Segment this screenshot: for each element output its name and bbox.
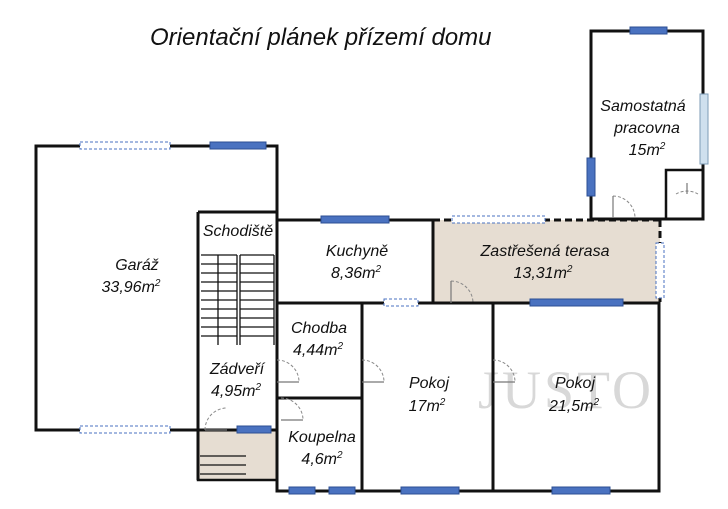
kitchen-window (320, 215, 390, 224)
room1-area: 17m2 (409, 397, 446, 415)
studio-window-left (586, 157, 596, 197)
studio-window-top (629, 26, 668, 35)
door-room1-icon (361, 359, 385, 383)
kitchen-walls (275, 218, 435, 305)
room2-window-top (529, 298, 624, 307)
studio-closet (664, 168, 705, 221)
terrace-opening-right (655, 242, 665, 299)
vestibule-area: 4,95m2 (211, 382, 261, 400)
garage-window-top-right (209, 141, 267, 150)
kitchen-door-opening (383, 298, 419, 307)
studio-window-right (699, 93, 709, 165)
entrance-step-floor (199, 430, 277, 480)
corridor-label: Chodba (291, 320, 347, 337)
garage-window-top-left (79, 141, 171, 150)
entrance-steps (200, 455, 246, 475)
terrace-opening-top (451, 215, 546, 224)
studio-label: Samostatná (600, 98, 685, 115)
vestibule-label: Zádveří (209, 361, 266, 378)
terrace-area: 13,31m2 (514, 264, 573, 282)
garage-label: Garáž (115, 257, 159, 274)
garage-window-bottom (79, 425, 171, 434)
bathroom-window-1 (288, 486, 316, 495)
door-bathroom-icon (280, 397, 304, 421)
watermark: JUSTO (478, 360, 654, 420)
terrace-floor (433, 220, 660, 302)
corridor-area: 4,44m2 (293, 341, 343, 359)
bathroom-area: 4,6m2 (301, 450, 343, 468)
kitchen-label: Kuchyně (326, 243, 388, 260)
studio-area: 15m2 (629, 141, 666, 159)
entrance-window (236, 425, 272, 434)
bathroom-label: Koupelna (288, 429, 356, 446)
terrace-label: Zastřešená terasa (480, 243, 610, 260)
staircase-steps (201, 254, 275, 345)
bathroom-window-2 (328, 486, 356, 495)
room2-area: 21,5m2 (548, 397, 599, 415)
door-room2-icon (492, 359, 516, 383)
door-terrace-icon (450, 280, 474, 304)
room1-label: Pokoj (409, 375, 449, 392)
door-hall-to-corridor-icon (276, 359, 300, 383)
room2-window-bottom (551, 486, 611, 495)
door-studio-icon (612, 195, 636, 219)
door-entrance-icon (204, 407, 228, 431)
door-studio-closet-icon (675, 183, 699, 195)
plan-title: Orientační plánek přízemí domu (150, 24, 492, 51)
studio-label-2: pracovna (613, 120, 680, 137)
staircase-label: Schodiště (203, 223, 273, 240)
kitchen-area: 8,36m2 (331, 264, 381, 282)
garage-area: 33,96m2 (102, 278, 161, 296)
room1-window-bottom (400, 486, 460, 495)
room2-label: Pokoj (555, 375, 595, 392)
